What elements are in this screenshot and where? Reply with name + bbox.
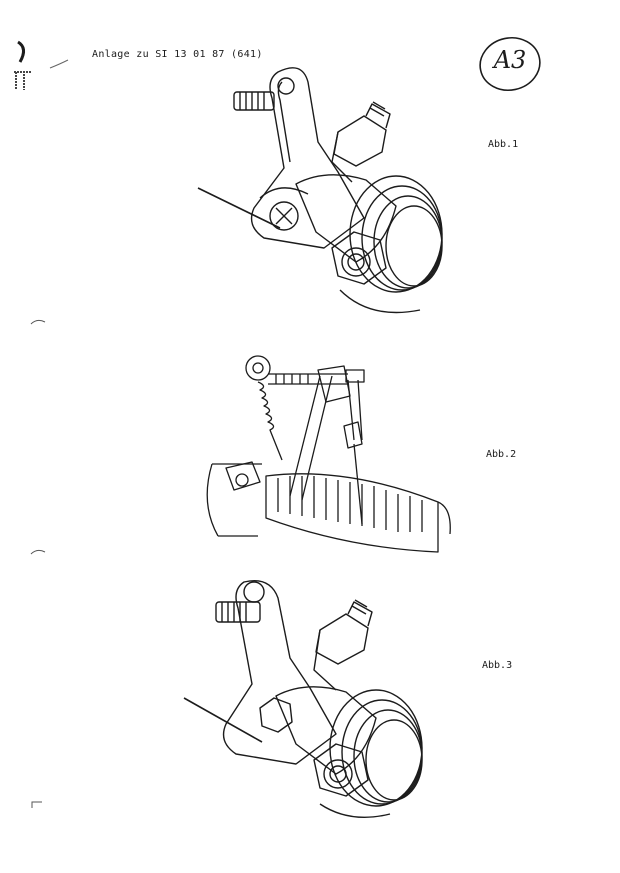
document-reference: Anlage zu SI 13 01 87 (641) bbox=[92, 49, 263, 60]
figure-3-label: Abb.3 bbox=[482, 660, 513, 671]
badge-circle bbox=[479, 37, 541, 91]
page-number-badge: A3 bbox=[476, 34, 544, 94]
hole-punch-mark-1 bbox=[30, 319, 46, 325]
scan-artifact-top-left bbox=[14, 40, 69, 90]
figure-1-illustration bbox=[190, 58, 450, 328]
page-badge-label: A3 bbox=[493, 46, 527, 74]
figure-3-illustration bbox=[180, 568, 440, 828]
figure-1-label: Abb.1 bbox=[488, 139, 519, 150]
figure-2-illustration bbox=[196, 340, 452, 553]
hole-punch-mark-3 bbox=[31, 801, 42, 808]
hole-punch-mark-2 bbox=[30, 549, 46, 555]
figure-2-label: Abb.2 bbox=[486, 449, 517, 460]
